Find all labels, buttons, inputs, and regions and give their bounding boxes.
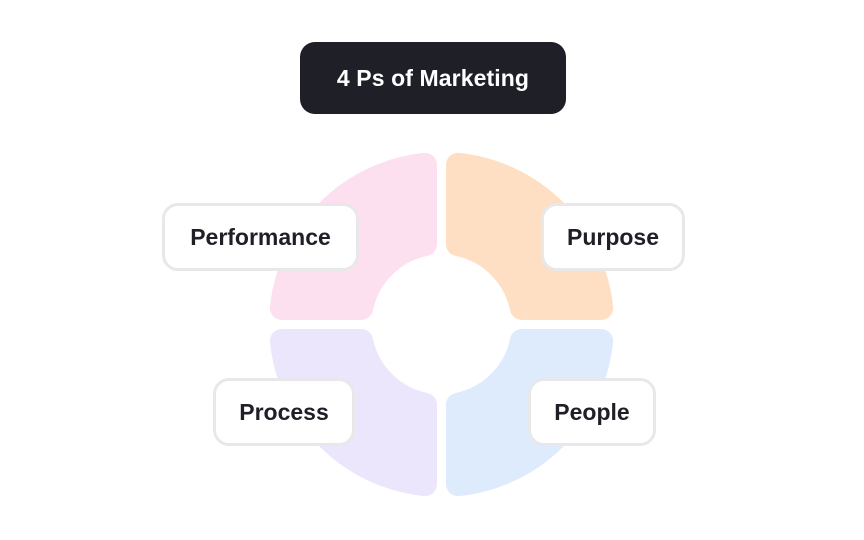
label-performance: Performance [162, 203, 359, 271]
segment-purpose [446, 152, 614, 320]
label-purpose: Purpose [541, 203, 685, 271]
label-process: Process [213, 378, 355, 446]
label-people: People [528, 378, 656, 446]
diagram-title: 4 Ps of Marketing [300, 42, 566, 114]
